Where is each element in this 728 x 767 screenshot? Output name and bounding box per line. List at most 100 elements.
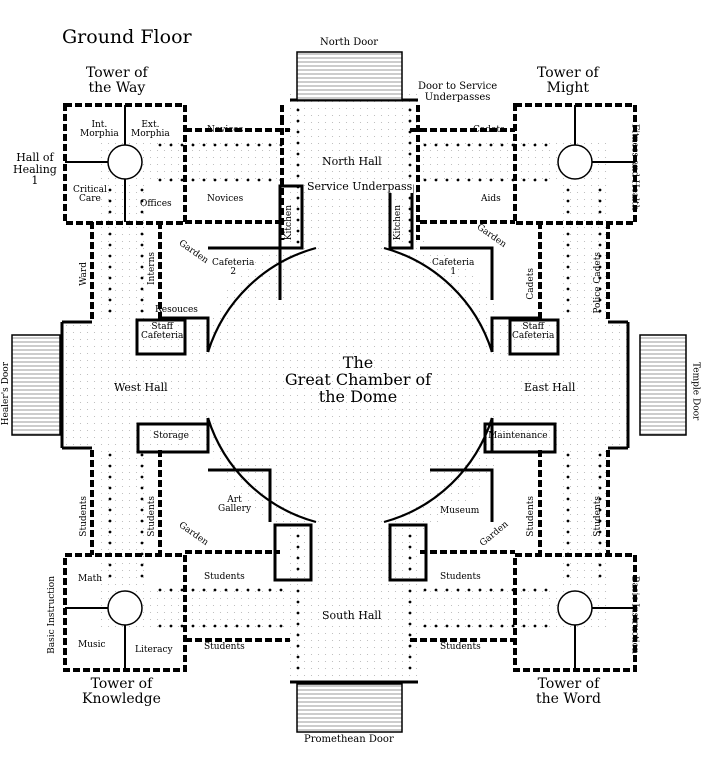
column-dot xyxy=(279,178,283,182)
column-dot xyxy=(522,588,526,592)
int-morphia-label: Int.Morphia xyxy=(80,120,119,140)
column-dot xyxy=(408,196,412,200)
column-dot xyxy=(408,523,412,527)
column-dot xyxy=(140,519,144,523)
east-hall-label: East Hall xyxy=(524,381,576,394)
column-dot xyxy=(566,574,570,578)
column-dot xyxy=(140,298,144,302)
column-dot xyxy=(108,221,112,225)
column-dot xyxy=(108,563,112,567)
column-dot xyxy=(191,624,195,628)
column-dot xyxy=(598,309,602,313)
column-dot xyxy=(268,178,272,182)
column-dot xyxy=(566,221,570,225)
column-dot xyxy=(296,534,300,538)
column-dot xyxy=(408,545,412,549)
column-dot xyxy=(169,588,173,592)
column-dot xyxy=(456,588,460,592)
column-dot xyxy=(408,666,412,670)
column-dot xyxy=(408,622,412,626)
column-dot xyxy=(202,624,206,628)
column-dot xyxy=(408,174,412,178)
column-dot xyxy=(213,588,217,592)
column-dot xyxy=(296,523,300,527)
column-dot xyxy=(108,464,112,468)
column-dot xyxy=(224,624,228,628)
column-dot xyxy=(522,624,526,628)
west-door-label: Healer's Door xyxy=(1,362,11,426)
column-dot xyxy=(235,143,239,147)
solid-walls xyxy=(60,98,630,684)
column-dot xyxy=(408,240,412,244)
column-dot xyxy=(544,178,548,182)
column-dot xyxy=(598,221,602,225)
column-dot xyxy=(108,486,112,490)
column-dot xyxy=(566,188,570,192)
column-dot xyxy=(500,143,504,147)
column-dot xyxy=(257,588,261,592)
column-dot xyxy=(296,589,300,593)
column-dot xyxy=(235,178,239,182)
kitchen-west-label: Kitchen xyxy=(284,205,294,241)
column-dot xyxy=(566,276,570,280)
column-dot xyxy=(140,574,144,578)
column-dot xyxy=(408,207,412,211)
cadets-vertical-label: Cadets xyxy=(526,268,536,300)
column-dot xyxy=(296,655,300,659)
column-dot xyxy=(478,624,482,628)
column-dot xyxy=(108,287,112,291)
east-door-porch xyxy=(639,334,687,436)
column-dot xyxy=(108,497,112,501)
column-dot xyxy=(566,563,570,567)
column-dot xyxy=(434,178,438,182)
column-dot xyxy=(598,298,602,302)
column-dot xyxy=(408,633,412,637)
column-dot xyxy=(108,475,112,479)
column-dot xyxy=(296,611,300,615)
column-dot xyxy=(296,633,300,637)
column-dot xyxy=(511,143,515,147)
column-dot xyxy=(108,243,112,247)
column-dot xyxy=(478,143,482,147)
north-door-label: North Door xyxy=(320,37,379,48)
column-dot xyxy=(467,624,471,628)
column-dot xyxy=(235,588,239,592)
column-dot xyxy=(598,210,602,214)
tower-room-walls xyxy=(65,105,635,670)
column-dot xyxy=(423,624,427,628)
students-se-bottom-label: Students xyxy=(440,642,481,652)
column-dot xyxy=(296,600,300,604)
column-dot xyxy=(408,163,412,167)
north-door-porch xyxy=(296,51,403,101)
column-dot xyxy=(202,588,206,592)
column-dot xyxy=(191,143,195,147)
column-dot xyxy=(296,567,300,571)
column-dot xyxy=(140,508,144,512)
column-dot xyxy=(445,143,449,147)
column-dot xyxy=(408,218,412,222)
column-dot xyxy=(500,588,504,592)
column-dot xyxy=(598,574,602,578)
column-dot xyxy=(296,163,300,167)
column-dot xyxy=(566,210,570,214)
west-door-porch xyxy=(11,334,61,436)
column-dot xyxy=(108,552,112,556)
column-dot xyxy=(202,178,206,182)
column-dot xyxy=(224,588,228,592)
column-dot xyxy=(108,188,112,192)
column-dot xyxy=(140,243,144,247)
column-dot xyxy=(500,624,504,628)
column-dot xyxy=(224,178,228,182)
column-dot xyxy=(456,624,460,628)
students-east-outer-label: Students xyxy=(593,496,603,537)
column-dot xyxy=(296,229,300,233)
column-dot xyxy=(566,309,570,313)
column-dot xyxy=(296,196,300,200)
